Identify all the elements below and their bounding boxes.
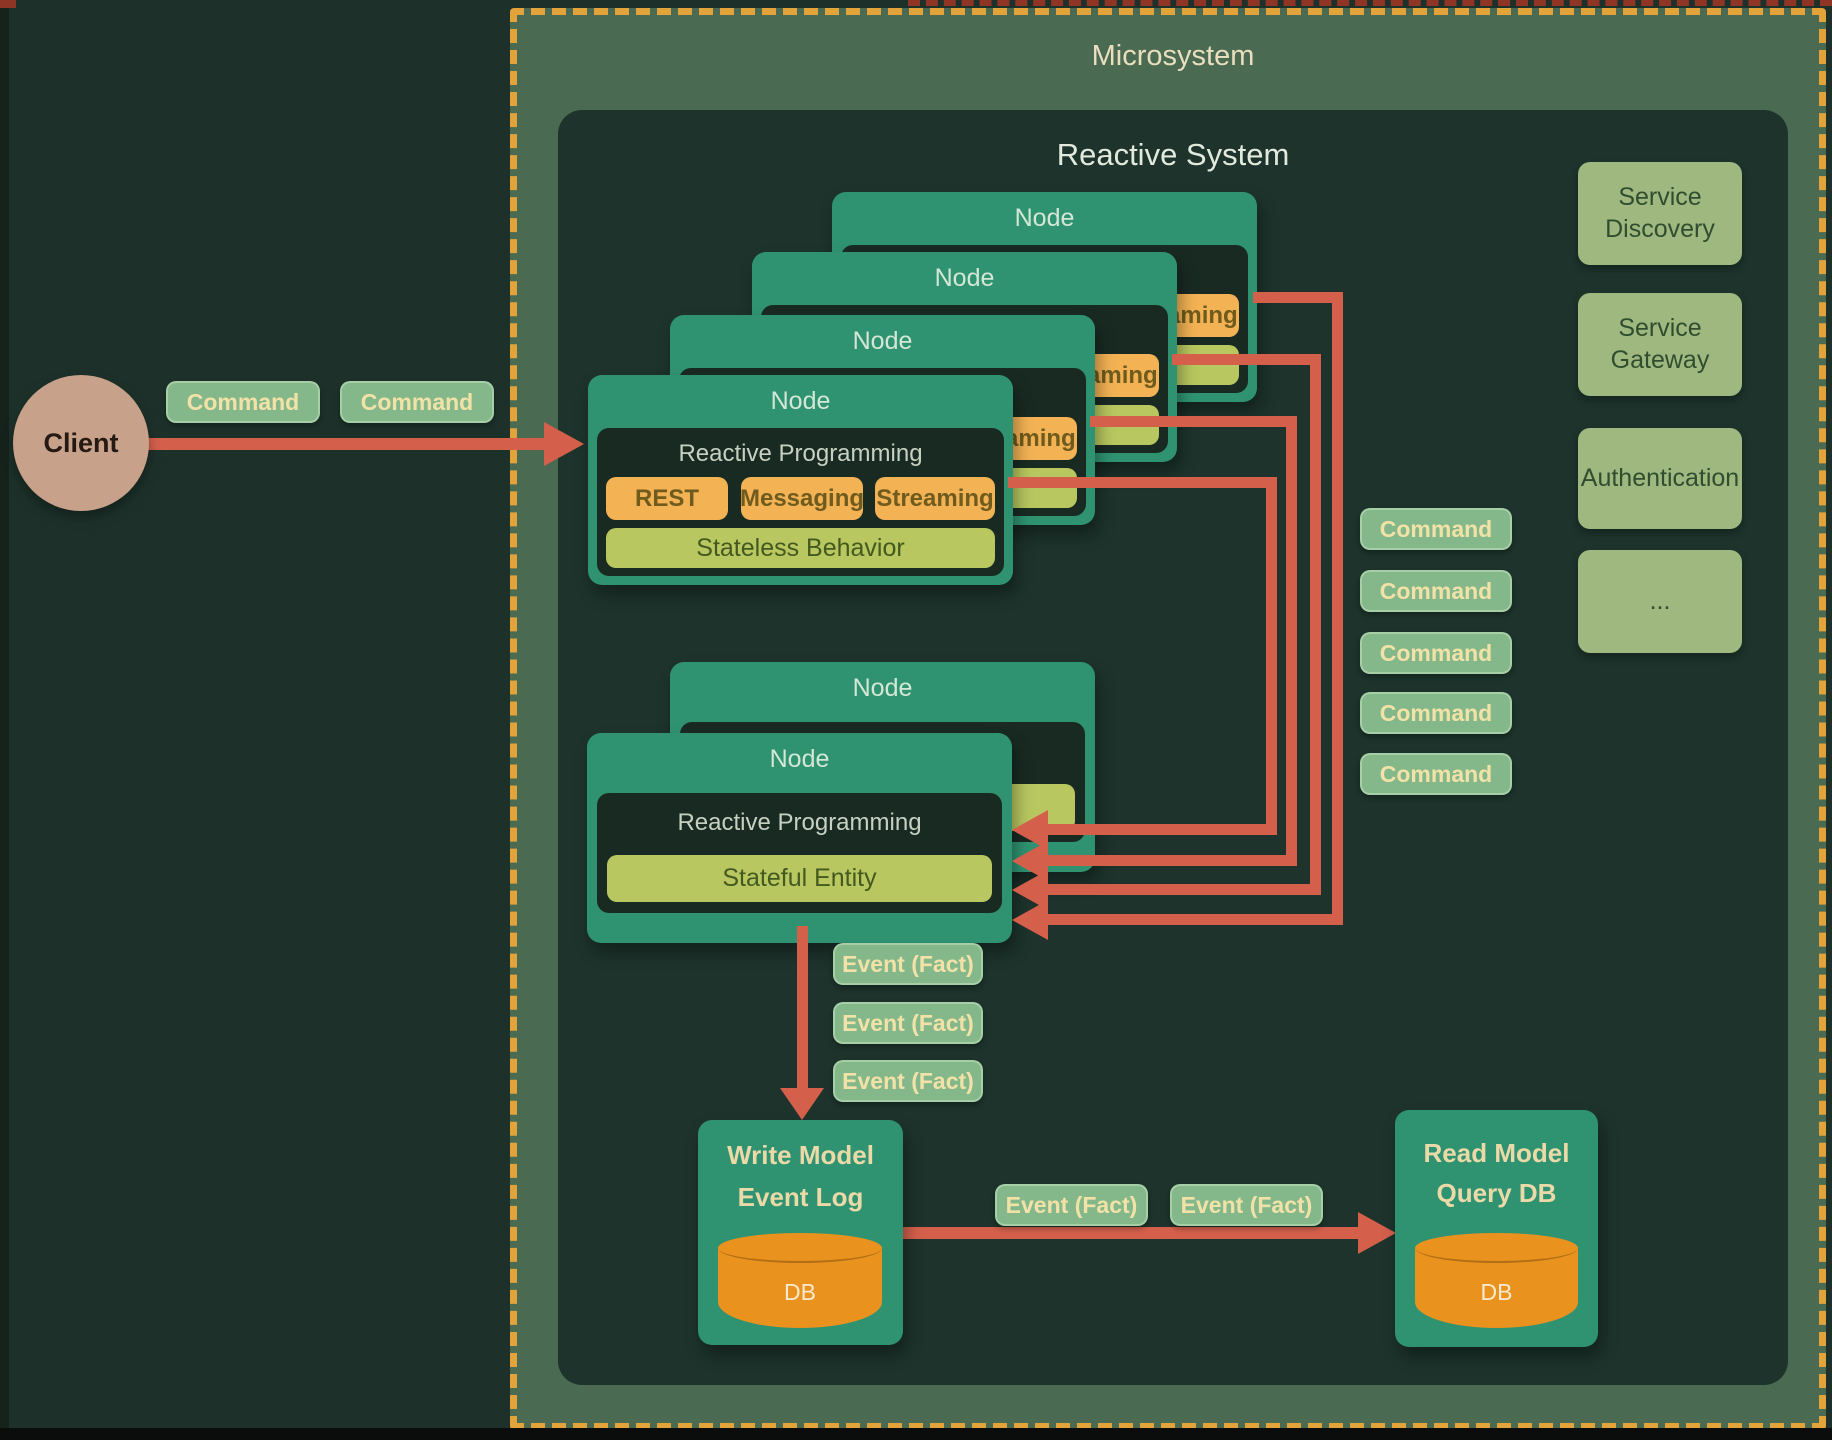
database-cylinder-top-icon <box>1415 1233 1578 1263</box>
reactive-system-title: Reactive System <box>1056 137 1290 172</box>
reactive-programming-label: Reactive Programming <box>678 440 923 467</box>
query-db-label: Query DB <box>1436 1178 1557 1208</box>
service-gateway-box: Service Gateway <box>1578 293 1742 396</box>
client-circle: Client <box>13 375 149 511</box>
service-discovery-line1: Service <box>1618 183 1702 212</box>
node-title: Node <box>769 745 830 773</box>
bottom-frame-strip <box>0 1428 1832 1440</box>
stateful-entity-bar: Stateful Entity <box>607 855 992 902</box>
event-flow-pill-2: Event (Fact) <box>1170 1184 1323 1226</box>
node-title: Node <box>1014 204 1075 232</box>
node-title: Node <box>934 264 995 292</box>
db-label: DB <box>1480 1279 1513 1305</box>
node-card-stateless-1: Node Reactive Programming REST Messaging… <box>588 375 1013 585</box>
rest-badge: REST <box>606 477 728 520</box>
write-db-cylinder: DB <box>718 1233 882 1328</box>
command-pill-4: Command <box>1360 692 1512 734</box>
write-model-title: Write Model <box>727 1140 874 1170</box>
top-left-red-edge <box>0 0 16 8</box>
microsystem-title: Microsystem <box>1091 39 1255 72</box>
command-pill-1: Command <box>1360 508 1512 550</box>
read-db-cylinder: DB <box>1415 1233 1578 1328</box>
event-fact-pill-1: Event (Fact) <box>833 943 983 985</box>
arrowhead-right-icon <box>544 422 584 466</box>
reactive-programming-panel: Reactive Programming Stateful Entity <box>597 793 1002 913</box>
node-title: Node <box>770 387 831 415</box>
reactive-programming-label: Reactive Programming <box>677 809 922 836</box>
db-label: DB <box>784 1279 816 1305</box>
event-fact-pill-3: Event (Fact) <box>833 1060 983 1102</box>
node-title: Node <box>852 327 913 355</box>
arrowhead-down-icon <box>780 1088 824 1120</box>
client-command-pill-1: Command <box>166 381 320 423</box>
left-edge-strip <box>0 0 9 1440</box>
top-red-dashed-edge <box>908 0 1832 7</box>
stateless-behavior-bar: Stateless Behavior <box>606 528 995 568</box>
node-card-stateful-front: Node Reactive Programming Stateful Entit… <box>587 733 1012 943</box>
command-pill-3: Command <box>1360 632 1512 674</box>
messaging-badge: Messaging <box>740 477 864 520</box>
event-log-label: Event Log <box>737 1182 864 1212</box>
read-model-box: Read Model Query DB DB <box>1395 1110 1598 1347</box>
arrowhead-left-icon <box>1012 900 1048 940</box>
event-fact-pill-2: Event (Fact) <box>833 1002 983 1044</box>
reactive-programming-panel: Reactive Programming REST Messaging Stre… <box>597 428 1004 576</box>
more-services-box: ... <box>1578 550 1742 653</box>
service-gateway-line1: Service <box>1618 314 1702 343</box>
authentication-box: Authentication <box>1578 428 1742 529</box>
read-model-title: Read Model <box>1423 1138 1570 1168</box>
command-pill-2: Command <box>1360 570 1512 612</box>
database-cylinder-top-icon <box>718 1233 882 1263</box>
service-discovery-box: Service Discovery <box>1578 162 1742 265</box>
streaming-badge: Streaming <box>875 477 995 520</box>
service-discovery-line2: Discovery <box>1605 214 1715 243</box>
more-services-label: ... <box>1649 586 1671 615</box>
authentication-label: Authentication <box>1580 463 1740 492</box>
event-flow-pill-1: Event (Fact) <box>995 1184 1148 1226</box>
write-model-box: Write Model Event Log DB <box>698 1120 903 1345</box>
client-label: Client <box>43 427 119 458</box>
arrowhead-right-icon <box>1358 1212 1396 1254</box>
node-title: Node <box>852 674 913 702</box>
command-pill-5: Command <box>1360 753 1512 795</box>
client-command-pill-2: Command <box>340 381 494 423</box>
service-gateway-line2: Gateway <box>1610 345 1710 374</box>
